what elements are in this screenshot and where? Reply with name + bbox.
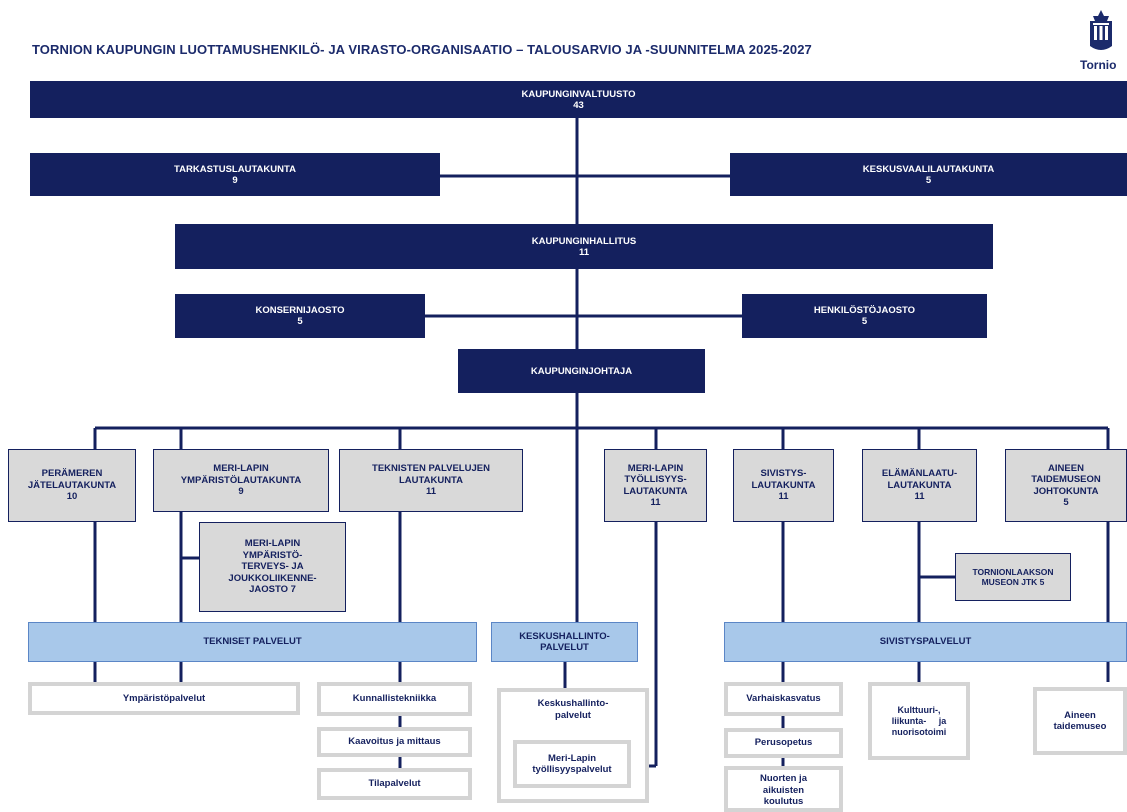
- education-services-box: SIVISTYSPALVELUT: [724, 622, 1127, 662]
- environment-committee-line1: MERI-LAPIN: [213, 463, 269, 475]
- central-admin-unit-line2: palvelut: [555, 709, 591, 721]
- museum-board-count: 5: [1063, 497, 1069, 508]
- employment-services-line2: työllisyyspalvelut: [532, 764, 612, 775]
- basic-education-label: Perusopetus: [754, 737, 813, 749]
- tornio-coat-of-arms-icon: [1090, 10, 1112, 50]
- quality-committee-count: 11: [914, 491, 925, 503]
- environment-services-unit: Ympäristöpalvelut: [28, 682, 300, 715]
- employment-committee-line3: LAUTAKUNTA: [623, 485, 688, 497]
- early-childhood-unit: Varhaiskasvatus: [724, 682, 843, 716]
- education-committee-line2: LAUTAKUNTA: [751, 479, 816, 491]
- election-committee-name: KESKUSVAALILAUTAKUNTA: [862, 163, 995, 175]
- employment-services-unit: Meri-Lapin työllisyyspalvelut: [513, 740, 631, 788]
- staff-section-count: 5: [861, 316, 868, 327]
- basic-education-unit: Perusopetus: [724, 728, 843, 758]
- city-council-count: 43: [573, 99, 584, 111]
- technical-services-name: TEKNISET PALVELUT: [203, 636, 302, 648]
- quality-committee-line2: LAUTAKUNTA: [887, 479, 952, 491]
- quality-committee-line1: ELÄMÄNLAATU-: [881, 468, 958, 480]
- election-committee-box: KESKUSVAALILAUTAKUNTA 5: [730, 153, 1127, 196]
- group-section-count: 5: [297, 316, 303, 327]
- staff-section-name: HENKILÖSTÖJAOSTO: [813, 305, 916, 316]
- environment-committee-count: 9: [238, 486, 244, 498]
- engineering-label: Kunnallistekniikka: [352, 693, 437, 705]
- technical-services-box: TEKNISET PALVELUT: [28, 622, 477, 662]
- audit-committee-count: 9: [232, 174, 238, 186]
- planning-label: Kaavoitus ja mittaus: [348, 736, 441, 748]
- staff-section-box: HENKILÖSTÖJAOSTO 5: [742, 294, 987, 338]
- mayor-box: KAUPUNGINJOHTAJA: [458, 349, 705, 393]
- audit-committee-box: TARKASTUSLAUTAKUNTA 9: [30, 153, 440, 196]
- youth-adult-education-unit: Nuorten ja aikuisten koulutus: [724, 766, 843, 812]
- environment-committee-line2: YMPÄRISTÖLAUTAKUNTA: [180, 474, 302, 486]
- culture-unit-line1: Kulttuuri-,: [897, 704, 941, 715]
- engineering-unit: Kunnallistekniikka: [317, 682, 472, 716]
- logo-text: Tornio: [1080, 58, 1117, 72]
- page-title: TORNION KAUPUNGIN LUOTTAMUSHENKILÖ- JA V…: [32, 42, 812, 57]
- city-board-name: KAUPUNGINHALLITUS: [531, 235, 637, 247]
- technical-committee-line1: TEKNISTEN PALVELUJEN: [372, 463, 490, 475]
- tornio-logo: [1075, 8, 1127, 78]
- env-health-section-line4: JOUKKOLIIKENNE-: [228, 572, 317, 584]
- premises-label: Tilapalvelut: [368, 778, 421, 790]
- city-board-box: KAUPUNGINHALLITUS 11: [175, 224, 993, 269]
- education-committee-count: 11: [778, 491, 789, 503]
- education-committee-box: SIVISTYS- LAUTAKUNTA 11: [733, 449, 834, 522]
- art-museum-line2: taidemuseo: [1053, 721, 1107, 732]
- early-childhood-label: Varhaiskasvatus: [746, 693, 821, 705]
- audit-committee-name: TARKASTUSLAUTAKUNTA: [174, 163, 296, 175]
- env-health-section-line1: MERI-LAPIN: [244, 538, 301, 550]
- culture-sports-youth-unit: Kulttuuri-, liikunta- ja nuorisotoimi: [868, 682, 970, 760]
- employment-committee-count: 11: [650, 497, 661, 508]
- employment-committee-line2: TYÖLLISYYS-: [624, 474, 687, 485]
- museum-jtk-line1: TORNIONLAAKSON: [972, 566, 1054, 577]
- city-council-name: KAUPUNGINVALTUUSTO: [521, 88, 636, 100]
- museum-board-line2: TAIDEMUSEON: [1031, 474, 1101, 485]
- technical-committee-box: TEKNISTEN PALVELUJEN LAUTAKUNTA 11: [339, 449, 523, 512]
- central-admin-services-line2: PALVELUT: [540, 642, 589, 653]
- waste-committee-box: PERÄMEREN JÄTELAUTAKUNTA 10: [8, 449, 136, 522]
- planning-unit: Kaavoitus ja mittaus: [317, 727, 472, 757]
- city-board-count: 11: [578, 246, 590, 258]
- technical-committee-count: 11: [425, 486, 437, 498]
- museum-board-box: AINEEN TAIDEMUSEON JOHTOKUNTA 5: [1005, 449, 1127, 522]
- env-health-section-line2: YMPÄRISTÖ-: [242, 549, 303, 561]
- group-section-name: KONSERNIJAOSTO: [255, 305, 345, 316]
- youth-adult-line3: koulutus: [763, 796, 804, 807]
- museum-jtk-box: TORNIONLAAKSON MUSEON JTK 5: [955, 553, 1071, 601]
- central-admin-unit-line1: Keskushallinto-: [537, 698, 609, 709]
- city-council-box: KAUPUNGINVALTUUSTO 43: [30, 81, 1127, 118]
- waste-committee-line2: JÄTELAUTAKUNTA: [27, 479, 117, 491]
- art-museum-unit: Aineen taidemuseo: [1033, 687, 1127, 755]
- culture-unit-line2: liikunta- ja: [891, 715, 947, 726]
- env-health-section-box: MERI-LAPIN YMPÄRISTÖ- TERVEYS- JA JOUKKO…: [199, 522, 346, 612]
- environment-committee-box: MERI-LAPIN YMPÄRISTÖLAUTAKUNTA 9: [153, 449, 329, 512]
- museum-board-line1: AINEEN: [1048, 462, 1084, 474]
- education-committee-line1: SIVISTYS-: [760, 468, 807, 480]
- mayor-name: KAUPUNGINJOHTAJA: [530, 365, 633, 377]
- premises-unit: Tilapalvelut: [317, 768, 472, 800]
- env-health-section-line5: JAOSTO 7: [249, 584, 296, 596]
- central-admin-services-line1: KESKUSHALLINTO-: [519, 630, 610, 642]
- election-committee-count: 5: [925, 174, 932, 186]
- youth-adult-line1: Nuorten ja: [760, 773, 807, 784]
- art-museum-line1: Aineen: [1064, 709, 1096, 721]
- youth-adult-line2: aikuisten: [762, 784, 805, 796]
- employment-services-line1: Meri-Lapin: [547, 752, 597, 764]
- employment-committee-line1: MERI-LAPIN: [627, 462, 684, 474]
- museum-jtk-line2: MUSEON JTK 5: [981, 577, 1045, 587]
- museum-board-line3: JOHTOKUNTA: [1033, 485, 1099, 497]
- environment-services-label: Ympäristöpalvelut: [122, 692, 206, 704]
- culture-unit-line3: nuorisotoimi: [891, 726, 947, 737]
- waste-committee-count: 10: [66, 491, 78, 503]
- group-section-box: KONSERNIJAOSTO 5: [175, 294, 425, 338]
- env-health-section-line3: TERVEYS- JA: [241, 561, 304, 573]
- technical-committee-line2: LAUTAKUNTA: [398, 474, 464, 486]
- employment-committee-box: MERI-LAPIN TYÖLLISYYS- LAUTAKUNTA 11: [604, 449, 707, 522]
- quality-committee-box: ELÄMÄNLAATU- LAUTAKUNTA 11: [862, 449, 977, 522]
- central-admin-services-box: KESKUSHALLINTO- PALVELUT: [491, 622, 638, 662]
- waste-committee-line1: PERÄMEREN: [41, 468, 103, 480]
- education-services-name: SIVISTYSPALVELUT: [879, 636, 972, 648]
